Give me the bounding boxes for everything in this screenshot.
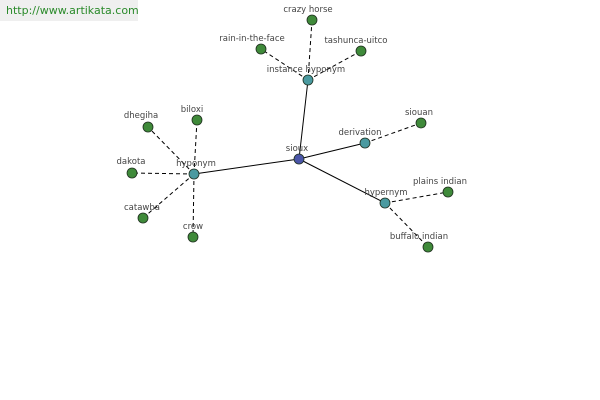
node-rain-in-the-face[interactable] (255, 43, 267, 55)
edge-derivation-siouan (364, 122, 422, 144)
node-crow[interactable] (187, 231, 199, 243)
edge-hyponym-catawba (142, 173, 195, 219)
node-instance-hyponym[interactable] (302, 74, 314, 86)
node-label-crow: crow (183, 222, 203, 232)
node-label-sioux: sioux (286, 144, 308, 154)
edge-hyponym-dhegiha (147, 126, 195, 175)
nodes-layer (126, 14, 454, 253)
node-dhegiha[interactable] (142, 121, 154, 133)
node-label-siouan: siouan (405, 108, 433, 118)
node-label-biloxi: biloxi (181, 105, 203, 115)
edge-sioux-hyponym (193, 158, 300, 175)
node-label-derivation: derivation (338, 128, 381, 138)
edge-sioux-derivation (298, 142, 366, 160)
edges-layer (131, 19, 449, 248)
node-catawba[interactable] (137, 212, 149, 224)
labels-layer: sioux instance hyponym derivation hypernym h… (117, 5, 467, 242)
edge-instance-hyponym-rain-in-the-face (260, 48, 309, 81)
edge-instance-hyponym-crazy-horse (307, 19, 313, 81)
edge-hyponym-biloxi (193, 119, 198, 175)
node-derivation[interactable] (359, 137, 371, 149)
node-plains-indian[interactable] (442, 186, 454, 198)
node-biloxi[interactable] (191, 114, 203, 126)
node-siouan[interactable] (415, 117, 427, 129)
source-url[interactable]: http://www.artikata.com (0, 0, 139, 21)
node-label-buffalo-indian: buffalo indian (390, 232, 448, 242)
node-crazy-horse[interactable] (306, 14, 318, 26)
edge-hyponym-dakota (131, 172, 195, 175)
node-label-instance-hyponym: instance hyponym (267, 65, 345, 75)
node-label-tashunca-uitco: tashunca-uitco (324, 36, 387, 46)
node-label-catawba: catawba (124, 203, 160, 213)
node-label-dakota: dakota (117, 157, 146, 167)
node-label-rain-in-the-face: rain-in-the-face (219, 34, 284, 44)
edge-hyponym-crow (192, 173, 195, 238)
edge-instance-hyponym-tashunca-uitco (307, 50, 362, 81)
node-label-crazy-horse: crazy horse (283, 5, 332, 15)
node-label-hyponym: hyponym (176, 159, 216, 169)
node-sioux[interactable] (293, 153, 305, 165)
edge-hypernym-plains-indian (384, 191, 449, 204)
node-tashunca-uitco[interactable] (355, 45, 367, 57)
node-label-hypernym: hypernym (364, 188, 407, 198)
edge-sioux-hypernym (298, 158, 386, 204)
edge-hypernym-buffalo-indian (384, 202, 429, 248)
node-label-plains-indian: plains indian (413, 177, 467, 187)
edge-sioux-instance-hyponym (298, 79, 309, 160)
node-dakota[interactable] (126, 167, 138, 179)
node-label-dhegiha: dhegiha (124, 111, 158, 121)
node-buffalo-indian[interactable] (422, 241, 434, 253)
node-hyponym[interactable] (188, 168, 200, 180)
node-hypernym[interactable] (379, 197, 391, 209)
